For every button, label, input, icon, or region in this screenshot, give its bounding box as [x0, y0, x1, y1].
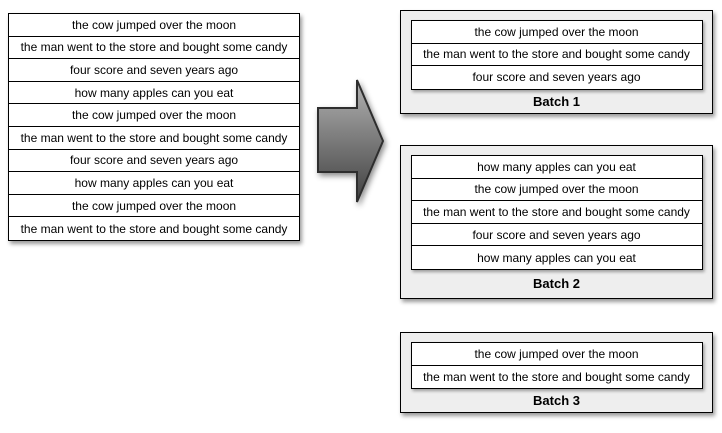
batch-label: Batch 3 [533, 393, 580, 409]
sentence-row: four score and seven years ago [9, 59, 299, 82]
sentence-row: the man went to the store and bought som… [411, 44, 702, 67]
sentence-row: the man went to the store and bought som… [411, 201, 702, 224]
sentence-row: the man went to the store and bought som… [9, 37, 299, 60]
batch-label: Batch 2 [533, 276, 580, 292]
sentence-row: the man went to the store and bought som… [9, 127, 299, 150]
flow-arrow-shape [317, 79, 385, 203]
sentence-row: four score and seven years ago [9, 150, 299, 173]
batch-label: Batch 1 [533, 93, 580, 109]
batch-box-3: the cow jumped over the moon the man went… [400, 332, 713, 413]
sentence-row: how many apples can you eat [477, 250, 636, 265]
sentence-row: how many apples can you eat [9, 172, 299, 195]
sentence-row: the cow jumped over the moon [9, 14, 299, 37]
sentence-row: the cow jumped over the moon [9, 195, 299, 218]
sentence-row: how many apples can you eat [411, 156, 702, 179]
sentence-row: the cow jumped over the moon [9, 104, 299, 127]
sentence-row: how many apples can you eat [9, 82, 299, 105]
sentence-row: the man went to the store and bought som… [20, 221, 288, 236]
sentence-row: the man went to the store and bought som… [423, 369, 690, 384]
sentence-row: the cow jumped over the moon [411, 343, 702, 366]
sentence-row: the cow jumped over the moon [411, 21, 702, 44]
sentence-row: four score and seven years ago [411, 224, 702, 247]
sentence-row: the cow jumped over the moon [411, 179, 702, 202]
batch-sentence-table: the cow jumped over the moon the man went… [410, 342, 703, 390]
flow-arrow-icon [317, 79, 385, 203]
sentence-row: four score and seven years ago [472, 70, 641, 85]
